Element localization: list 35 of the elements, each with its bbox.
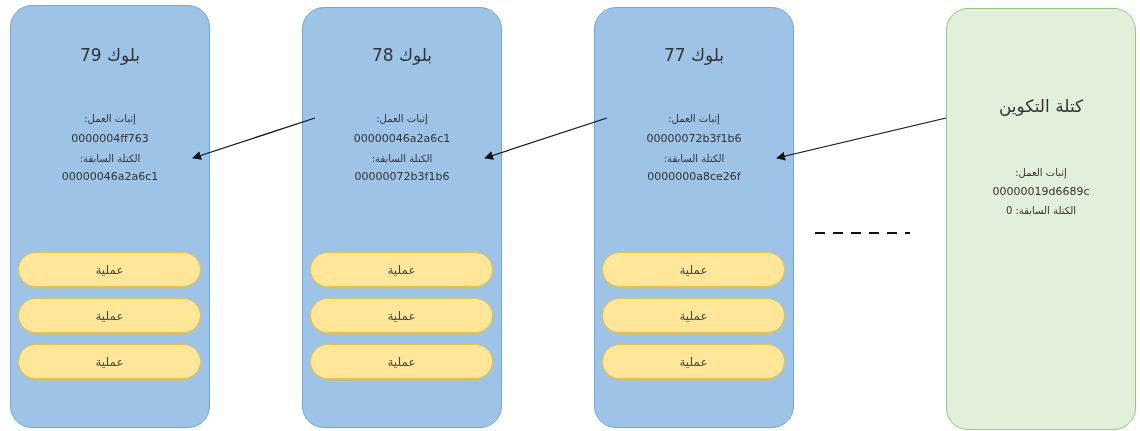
field-label: الكتلة السابقة: — [371, 153, 433, 164]
genesis-block-card — [946, 8, 1136, 430]
transaction-pill: عملية — [602, 344, 785, 379]
transaction-pill: عملية — [602, 298, 785, 333]
field-label: الكتلة السابقة: 0 — [1005, 205, 1077, 216]
transaction-pill: عملية — [310, 344, 493, 379]
block-card — [594, 7, 794, 428]
hash-value: 0000004ff763 — [71, 132, 149, 145]
transaction-pill: عملية — [310, 252, 493, 287]
hash-value: 0000000a8ce26f — [647, 170, 741, 183]
field-label: إثبات العمل: — [668, 113, 720, 124]
arrow — [484, 117, 608, 160]
transaction-pill: عملية — [18, 252, 201, 287]
transaction-pill: عملية — [18, 298, 201, 333]
transaction-pill: عملية — [602, 252, 785, 287]
block-title: كتلة التكوين — [998, 96, 1084, 116]
field-label: الكتلة السابقة: — [663, 153, 725, 164]
block-card — [302, 7, 502, 428]
block-card — [10, 5, 210, 428]
block-title: بلوك 79 — [79, 45, 141, 65]
field-label: إثبات العمل: — [84, 113, 136, 124]
arrow — [776, 117, 947, 161]
field-label: الكتلة السابقة: — [79, 153, 141, 164]
block-title: بلوك 77 — [663, 45, 725, 65]
block-title: بلوك 78 — [371, 45, 433, 65]
hash-value: 00000046a2a6c1 — [353, 132, 451, 145]
field-label: إثبات العمل: — [1015, 167, 1067, 178]
transaction-pill: عملية — [18, 344, 201, 379]
hash-value: 00000072b3f1b6 — [646, 132, 742, 145]
field-label: إثبات العمل: — [376, 113, 428, 124]
hash-value: 00000046a2a6c1 — [61, 170, 159, 183]
hash-value: 00000072b3f1b6 — [354, 170, 450, 183]
hash-value: 00000019d6689c — [992, 185, 1090, 198]
arrow — [192, 117, 316, 160]
transaction-pill: عملية — [310, 298, 493, 333]
